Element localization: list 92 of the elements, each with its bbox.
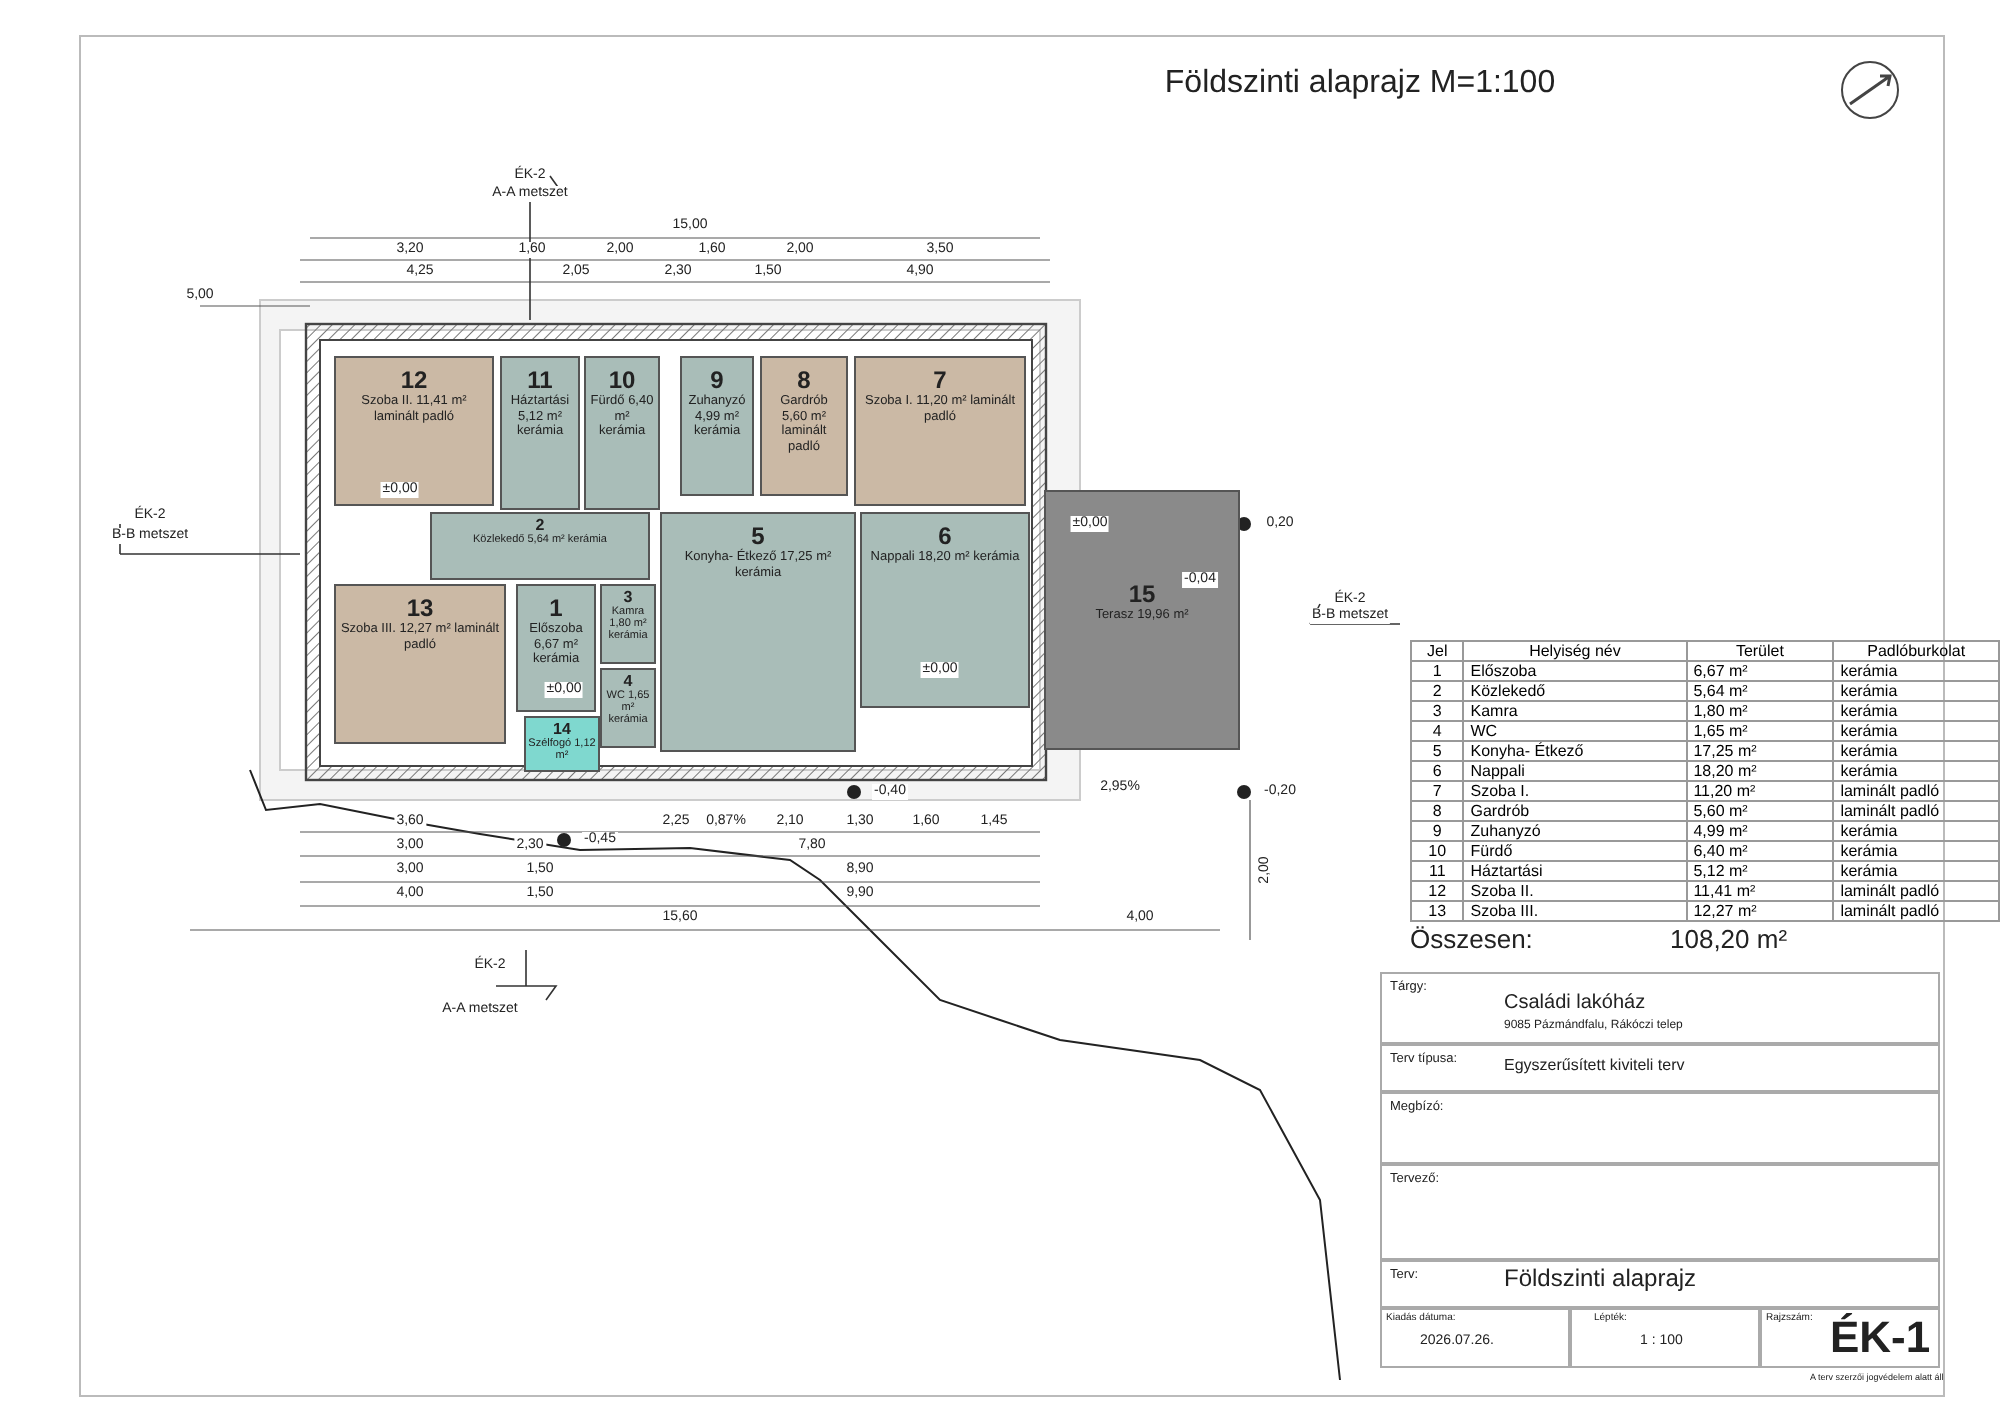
room-area [600,668,656,748]
table-cell: 11 [1411,861,1464,881]
plan-type-text: Egyszerűsített kiviteli terv [1504,1056,1685,1074]
room-number: 11 [525,366,555,394]
table-cell: 18,20 m² [1686,761,1834,781]
total-value: 108,20 m² [1670,924,1788,954]
room-area [660,512,856,752]
table-cell: kerámia [1833,861,1999,881]
plan-name-text: Földszinti alaprajz [1504,1264,1697,1292]
total-label: Összesen: [1410,924,1533,954]
table-cell: 6,40 m² [1686,841,1834,861]
room-number: 15 [1126,580,1158,608]
table-cell: 5,64 m² [1686,681,1834,701]
table-cell: kerámia [1833,741,1999,761]
table-cell: 1 [1411,661,1464,681]
header-cell: Helyiség név [1463,641,1687,661]
table-cell: laminált padló [1833,881,1999,901]
room-area [680,356,754,496]
table-cell: 5,12 m² [1686,861,1834,881]
room-number: 14 [551,720,573,738]
header-cell: Jel [1411,641,1464,661]
table-cell: Zuhanyzó [1463,821,1687,841]
table-cell: Háztartási [1463,861,1687,881]
table-cell: 6 [1411,761,1464,781]
table-cell: 6,67 m² [1686,661,1834,681]
table-cell: 11,41 m² [1686,881,1834,901]
room-number: 13 [404,594,436,622]
table-cell: Konyha- Étkező [1463,741,1687,761]
room-number: 3 [621,588,635,606]
table-cell: 1,80 m² [1686,701,1834,721]
table-cell: Közlekedő [1463,681,1687,701]
room-number: 4 [621,672,635,690]
room-area [500,356,580,510]
table-cell: 12,27 m² [1686,901,1834,921]
room-number: 7 [931,366,949,394]
subject-text: Családi lakóház [1504,992,1646,1014]
table-cell: 10 [1411,841,1464,861]
table-cell: laminált padló [1833,781,1999,801]
room-area [584,356,660,510]
table-cell: 4,99 m² [1686,821,1834,841]
table-cell: 12 [1411,881,1464,901]
header-cell: Terület [1686,641,1834,661]
table-cell: 5 [1411,741,1464,761]
table-cell: kerámia [1833,721,1999,741]
room-area [860,512,1030,708]
room-area [854,356,1026,506]
table-cell: 3 [1411,701,1464,721]
table-cell: kerámia [1833,761,1999,781]
table-cell: 8 [1411,801,1464,821]
table-cell: 11,20 m² [1686,781,1834,801]
room-number: 10 [606,366,638,394]
room-area [430,512,650,580]
room-area [524,716,600,772]
room-area [760,356,848,496]
room-number: 8 [795,366,813,394]
room-area [334,356,494,506]
room-area [334,584,506,744]
table-cell: 9 [1411,821,1464,841]
table-cell: Nappali [1463,761,1687,781]
room-number: 5 [751,522,765,550]
table-cell: 1,65 m² [1686,721,1834,741]
table-cell: Kamra [1463,701,1687,721]
room-number: 9 [708,366,726,394]
room-number: 2 [533,516,547,534]
room-number: 12 [399,366,430,394]
table-cell: kerámia [1833,701,1999,721]
table-cell: Fürdő [1463,841,1687,861]
table-cell: WC [1463,721,1687,741]
room-area [1044,490,1240,750]
table-cell: 7 [1411,781,1464,801]
table-cell: 5,60 m² [1686,801,1834,821]
table-cell: kerámia [1833,821,1999,841]
room-number: 1 [547,594,565,622]
drawing-number: ÉK-1 [1830,1312,1931,1364]
table-cell: Szoba II. [1463,881,1687,901]
table-cell: 17,25 m² [1686,741,1834,761]
room-number: 6 [936,522,954,550]
table-cell: Szoba III. [1463,901,1687,921]
table-cell: Szoba I. [1463,781,1687,801]
table-cell: 4 [1411,721,1464,741]
header-cell: Padlóburkolat [1833,641,1999,661]
table-cell: laminált padló [1833,901,1999,921]
table-cell: Gardrób [1463,801,1687,821]
table-cell: kerámia [1833,661,1999,681]
room-area [516,584,596,712]
table-cell: Előszoba [1463,661,1687,681]
room-area [600,584,656,664]
table-cell: 2 [1411,681,1464,701]
table-cell: kerámia [1833,841,1999,861]
table-cell: 13 [1411,901,1464,921]
table-cell: laminált padló [1833,801,1999,821]
table-cell: kerámia [1833,681,1999,701]
